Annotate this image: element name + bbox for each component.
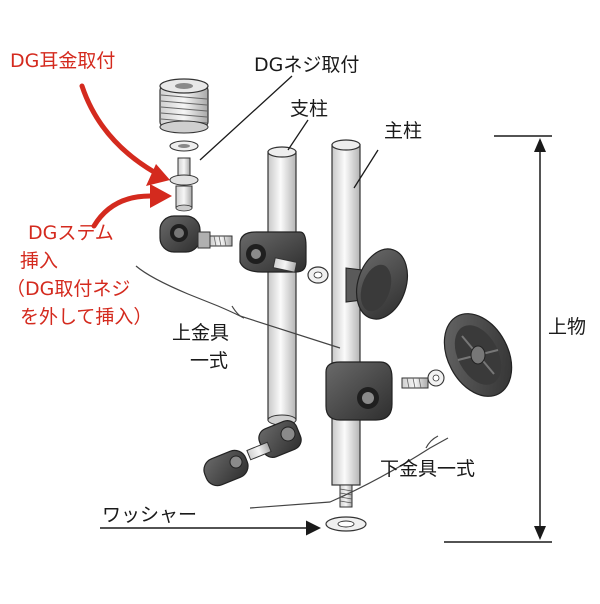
leader-lines [199, 75, 379, 189]
height-dimension [444, 135, 552, 543]
main-post [331, 139, 361, 508]
label-upper-fitting-2: 一式 [190, 350, 229, 372]
upper-fitting-bracket [135, 265, 341, 349]
dg-stem-block [159, 215, 233, 253]
lower-handwheel [443, 313, 513, 397]
lower-clamp [325, 361, 445, 421]
label-main-post: 主柱 [384, 120, 423, 142]
label-height: 上物 [548, 316, 587, 338]
bottom-washer [325, 516, 367, 532]
lower-stem-pieces [203, 420, 302, 487]
label-lower-fitting: 下金具一式 [380, 458, 476, 480]
label-upper-fitting-1: 上金具 [172, 322, 230, 344]
upper-knob [345, 248, 408, 320]
upper-fitting-bracket-tail [231, 305, 245, 319]
label-dg-stem-2: 挿入 [20, 250, 59, 272]
label-dg-stem-1: DGステム [28, 222, 114, 244]
dg-ear-screw [159, 78, 209, 212]
lower-fitting-bracket-tick [425, 435, 439, 449]
red-arrows [79, 83, 157, 229]
label-dg-ear-mount: DG耳金取付 [10, 50, 116, 72]
support-post [267, 146, 297, 426]
lower-fitting-bracket [249, 437, 449, 509]
label-dg-stem-3: （DG取付ネジ [6, 278, 131, 300]
label-dg-stem-4: を外して挿入） [20, 306, 153, 328]
red-arrowhead-ear [146, 164, 170, 186]
upper-clamp [239, 231, 329, 284]
label-dg-mount-screw: DGネジ取付 [254, 54, 360, 76]
label-support-post: 支柱 [290, 98, 329, 120]
red-arrowhead-stem [150, 184, 172, 208]
label-washer: ワッシャー [102, 504, 198, 526]
